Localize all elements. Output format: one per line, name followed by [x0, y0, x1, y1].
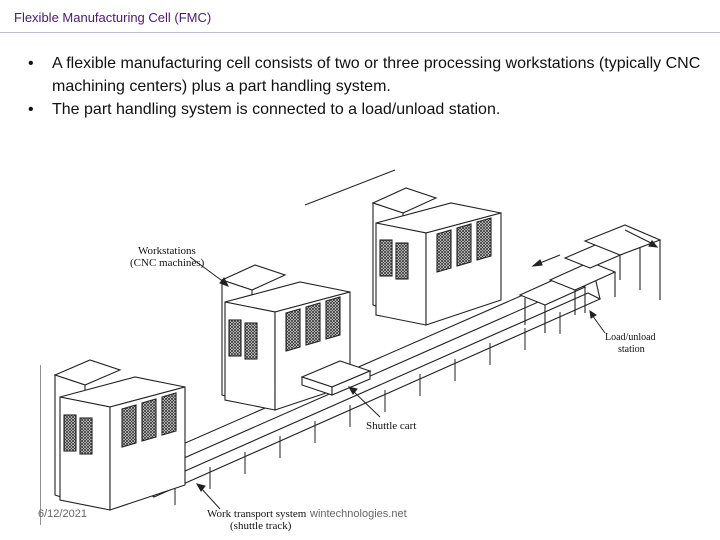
bullet-text-2: The part handling system is connected to… — [52, 101, 501, 118]
workstations-sublabel: (CNC machines) — [130, 257, 205, 269]
bullet-text-1: A flexible manufacturing cell consists o… — [52, 55, 701, 95]
shuttle-cart-label: Shuttle cart — [366, 420, 416, 432]
bullet-item-2: • The part handling system is connected … — [28, 98, 708, 121]
load-unload-label: Load/unload — [605, 332, 656, 343]
workstation-1 — [53, 359, 186, 511]
load-unload-station — [518, 224, 662, 333]
shuttle-cart — [300, 360, 372, 396]
workstations-label: Workstations — [138, 245, 196, 257]
title-divider — [0, 32, 720, 33]
bullet-marker: • — [28, 55, 34, 72]
shuttle-track — [133, 269, 602, 505]
work-transport-sublabel: (shuttle track) — [230, 520, 292, 532]
slide-title: Flexible Manufacturing Cell (FMC) — [14, 10, 212, 25]
footer-source: wintechnologies.net — [310, 508, 407, 520]
leader-lines — [189, 256, 606, 510]
floor-lines — [40, 169, 396, 525]
bullet-item-1: • A flexible manufacturing cell consists… — [28, 52, 708, 98]
bullet-list: • A flexible manufacturing cell consists… — [28, 52, 708, 121]
work-transport-label: Work transport system — [207, 508, 307, 520]
workstation-2 — [220, 264, 351, 411]
bullet-marker: • — [28, 101, 34, 118]
workstation-3 — [371, 187, 502, 326]
fmc-diagram: Workstations (CNC machines) Load/unload … — [40, 169, 662, 532]
load-unload-sublabel: station — [618, 344, 645, 355]
footer-date: 6/12/2021 — [38, 508, 87, 520]
